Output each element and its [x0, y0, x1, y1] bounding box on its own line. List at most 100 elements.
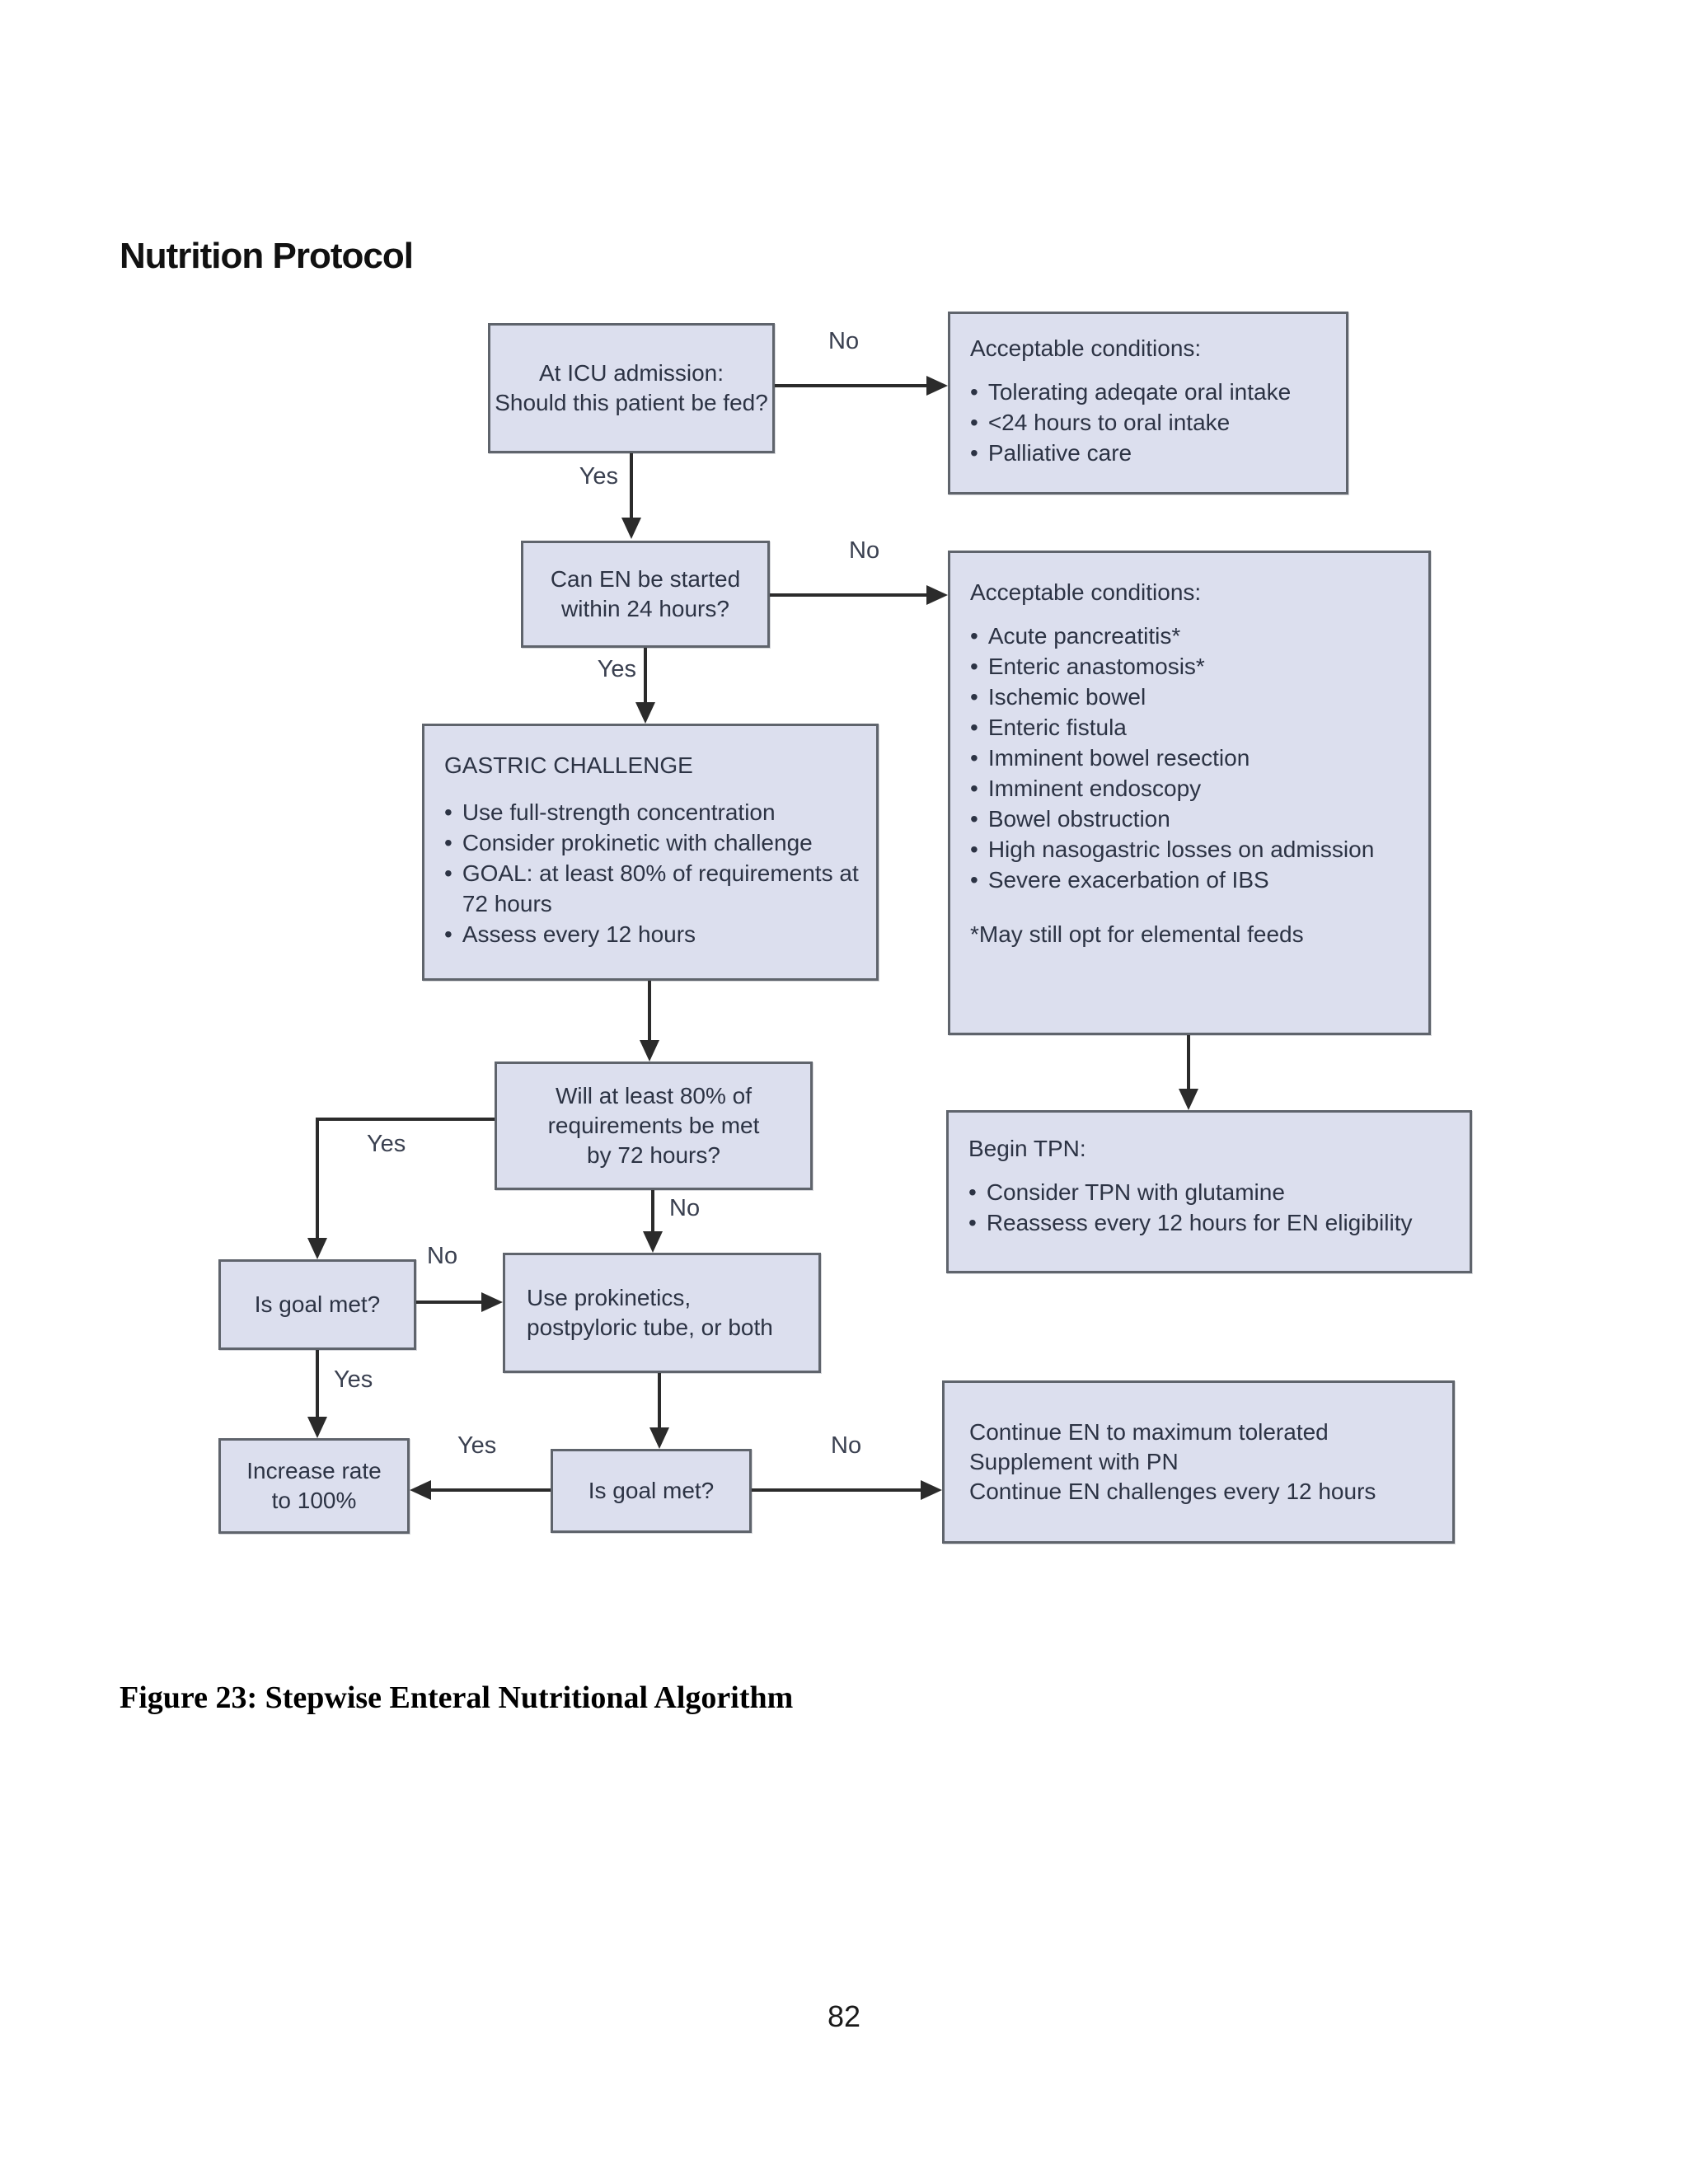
arrow-accept2-to-tpn [1187, 1035, 1190, 1092]
bullet-item: • Ischemic bowel [970, 682, 1414, 712]
bullet-text: Consider prokinetic with challenge [462, 830, 813, 855]
bullet-text: Imminent bowel resection [987, 745, 1250, 771]
arrow-en24-to-accept2 [770, 593, 928, 597]
arrow-gastric-to-will80 [648, 981, 651, 1043]
bullet-dot-icon: • [970, 654, 978, 679]
flow-box-increase-rate: Increase rate to 100% [218, 1438, 410, 1534]
flow-box-line: Supplement with PN [969, 1449, 1179, 1474]
bullet-item: • Imminent bowel resection [970, 743, 1414, 773]
flow-box-icu-admission: At ICU admission: Should this patient be… [488, 323, 775, 453]
arrowhead-down-icon [1179, 1089, 1198, 1110]
bullet-item: •Enteric fistula [970, 712, 1414, 743]
arrowhead-down-icon [635, 702, 655, 724]
flow-label-yes: Yes [597, 656, 636, 682]
page-number: 82 [827, 1999, 861, 2033]
flow-box-title: Acceptable conditions: [970, 579, 1202, 605]
bullet-text: Assess every 12 hours [462, 921, 696, 947]
arrowhead-down-icon [649, 1427, 669, 1449]
bullet-item: • Use full-strength concentration [444, 797, 861, 827]
bullet-dot-icon: • [970, 776, 978, 801]
bullet-dot-icon: • [444, 921, 452, 947]
flow-box-line: by 72 hours? [587, 1142, 720, 1168]
flow-label-no: No [669, 1195, 701, 1221]
bullet-dot-icon: • [970, 440, 978, 466]
arrowhead-right-icon [481, 1292, 503, 1312]
bullet-text: Palliative care [987, 440, 1132, 466]
bullet-item: • Imminent endoscopy [970, 773, 1414, 804]
flow-box-line: Will at least 80% of [555, 1083, 753, 1108]
bullet-dot-icon: • [970, 410, 978, 435]
bullet-item: • Severe exacerbation of IBS [970, 865, 1414, 895]
arrow-prokinetics-to-goal2 [658, 1373, 661, 1431]
arrow-icu-to-en24 [630, 453, 633, 521]
bullet-item: • GOAL: at least 80% of requirements at 7… [444, 858, 861, 919]
flow-box-line: requirements be met [547, 1113, 760, 1138]
arrow-will80-to-prokinetics [651, 1190, 654, 1235]
bullet-dot-icon: • [970, 379, 978, 405]
bullet-item: •Consider TPN with glutamine [968, 1177, 1455, 1207]
flow-box-line: to 100% [271, 1488, 357, 1513]
bullet-text: GOAL: at least 80% of requirements at 72… [462, 860, 859, 916]
bullet-dot-icon: • [444, 799, 452, 825]
bullet-text: Tolerating adeqate oral intake [987, 379, 1292, 405]
bullet-dot-icon: • [970, 837, 978, 862]
bullet-item: •<24 hours to oral intake [970, 407, 1331, 438]
arrowhead-down-icon [640, 1040, 659, 1062]
flow-label-no: No [849, 537, 880, 564]
bullet-dot-icon: • [970, 623, 978, 649]
bullet-item: • Palliative care [970, 438, 1331, 468]
flow-box-line: Is goal met? [254, 1291, 381, 1317]
arrow-goal1-to-prokinetics [416, 1301, 485, 1304]
flow-box-line: Continue EN to maximum tolerated [969, 1419, 1329, 1445]
bullet-text: Severe exacerbation of IBS [987, 867, 1269, 893]
arrowhead-down-icon [621, 518, 641, 539]
arrowhead-right-icon [926, 585, 948, 605]
flow-box-en-24-hours: Can EN be started within 24 hours? [521, 541, 770, 648]
arrow-goal2-to-rate [429, 1488, 551, 1492]
bullet-text: Imminent endoscopy [987, 776, 1202, 801]
bullet-text: Use full-strength concentration [462, 799, 776, 825]
flow-box-begin-tpn: Begin TPN: •Consider TPN with glutamine … [946, 1110, 1472, 1273]
flow-box-title: Acceptable conditions: [970, 335, 1202, 361]
bullet-dot-icon: • [970, 684, 978, 710]
bullet-dot-icon: • [970, 867, 978, 893]
flow-box-title: Begin TPN: [968, 1136, 1086, 1161]
flow-box-line: Increase rate [246, 1458, 382, 1483]
bullet-text: Ischemic bowel [987, 684, 1146, 710]
flow-box-line: within 24 hours? [561, 596, 729, 621]
arrowhead-down-icon [307, 1417, 327, 1438]
bullet-text: Acute pancreatitis* [987, 623, 1181, 649]
flow-box-use-prokinetics: Use prokinetics, postpyloric tube, or bo… [503, 1253, 821, 1373]
flow-box-line: Continue EN challenges every 12 hours [969, 1479, 1376, 1504]
arrow-will80-yes-horizontal [316, 1118, 495, 1121]
bullet-item: • Consider prokinetic with challenge [444, 827, 861, 858]
flow-label-yes: Yes [457, 1432, 497, 1459]
flow-label-yes: Yes [579, 463, 618, 490]
bullet-item: • Tolerating adeqate oral intake [970, 377, 1331, 407]
flow-label-no: No [828, 328, 860, 354]
arrow-goal1-to-rate [316, 1350, 319, 1420]
flow-box-gastric-challenge: GASTRIC CHALLENGE • Use full-strength con… [422, 724, 879, 981]
flow-label-yes: Yes [367, 1131, 406, 1157]
arrowhead-left-icon [410, 1480, 431, 1500]
bullet-dot-icon: • [968, 1210, 977, 1235]
bullet-dot-icon: • [968, 1179, 977, 1205]
flow-box-is-goal-met-2: Is goal met? [551, 1449, 752, 1533]
arrow-en24-to-gastric [644, 648, 647, 705]
bullet-item: • Assess every 12 hours [444, 919, 861, 949]
bullet-text: Bowel obstruction [987, 806, 1170, 832]
bullet-dot-icon: • [444, 860, 452, 886]
bullet-text: Reassess every 12 hours for EN eligibili… [986, 1210, 1413, 1235]
flow-box-title: GASTRIC CHALLENGE [444, 752, 693, 778]
flow-label-yes: Yes [334, 1366, 373, 1393]
bullet-item: • Enteric anastomosis* [970, 651, 1414, 682]
figure-caption: Figure 23: Stepwise Enteral Nutritional … [120, 1680, 794, 1715]
bullet-dot-icon: • [444, 830, 452, 855]
bullet-text: Enteric anastomosis* [987, 654, 1205, 679]
flow-box-acceptable-conditions-2: Acceptable conditions: • Acute pancreatit… [948, 551, 1431, 1035]
bullet-dot-icon: • [970, 745, 978, 771]
bullet-dot-icon: • [970, 715, 978, 740]
arrow-goal2-to-continue [752, 1488, 922, 1492]
flow-box-line: Should this patient be fed? [495, 390, 768, 415]
